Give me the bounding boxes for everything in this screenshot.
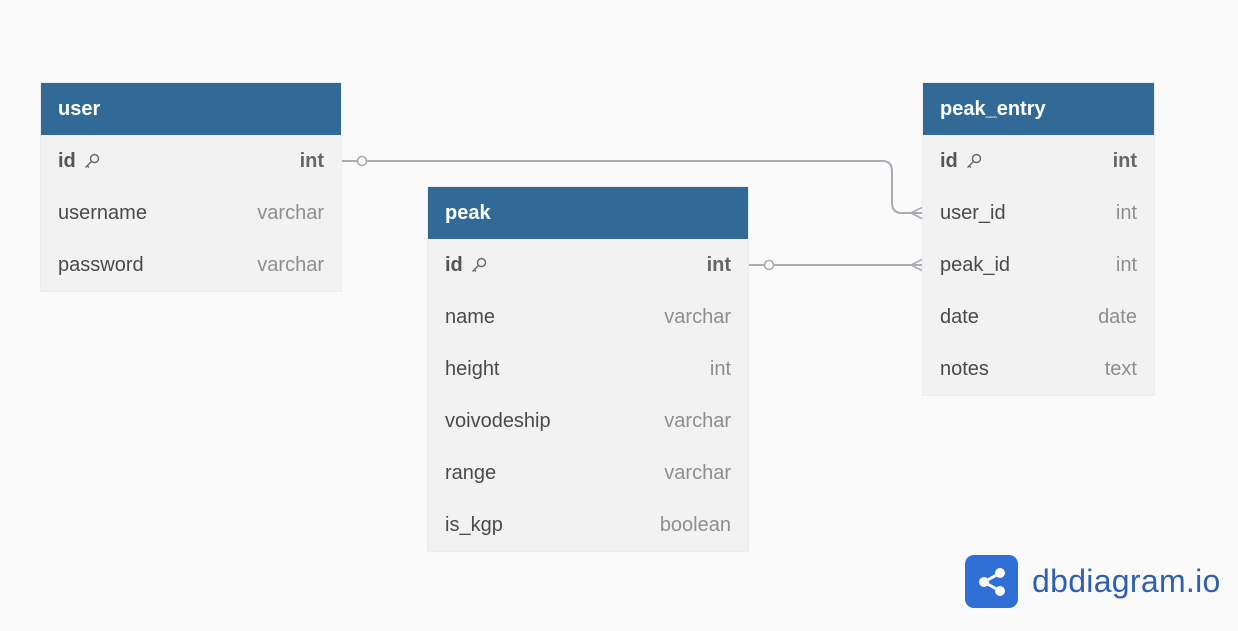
field-id[interactable]: id int: [923, 135, 1154, 187]
field-name-wrap: height: [445, 358, 500, 381]
field-name-wrap: is_kgp: [445, 514, 503, 537]
field-name: peak_id: [940, 253, 1011, 276]
field-name: id: [58, 149, 76, 172]
field-name: password: [58, 253, 144, 276]
field-type: int: [1115, 201, 1137, 224]
table-header[interactable]: user: [41, 83, 341, 135]
field-peak-id[interactable]: peak_id int: [923, 239, 1154, 291]
many-cardinality-marker: [910, 206, 924, 220]
field-name: id: [940, 149, 958, 172]
one-cardinality-marker: [356, 155, 368, 167]
table-user[interactable]: user id int username varchar password varchar: [41, 83, 341, 291]
field-name-wrap: id: [940, 150, 983, 173]
field-name-wrap: username: [58, 202, 147, 225]
field-name-wrap: range: [445, 462, 496, 485]
key-icon: [470, 256, 488, 274]
field-name: username: [58, 201, 147, 224]
field-name[interactable]: name varchar: [428, 291, 748, 343]
field-name-wrap: user_id: [940, 202, 1006, 225]
field-name: id: [445, 253, 463, 276]
field-notes[interactable]: notes text: [923, 343, 1154, 395]
field-type: int: [1115, 253, 1137, 276]
field-name-wrap: password: [58, 254, 144, 277]
key-icon: [83, 152, 101, 170]
field-type: int: [709, 357, 731, 380]
field-type: varchar: [664, 409, 731, 432]
brand-name: dbdiagram.io: [1032, 563, 1221, 599]
one-cardinality-marker: [763, 259, 775, 271]
field-name: voivodeship: [445, 409, 551, 432]
field-type: int: [706, 253, 731, 276]
brand-watermark[interactable]: dbdiagram.io: [965, 555, 1221, 608]
field-name: notes: [940, 357, 989, 380]
field-type: text: [1104, 357, 1137, 380]
field-type: int: [299, 149, 324, 172]
field-name-wrap: notes: [940, 358, 989, 381]
relationship-peak-peak-id[interactable]: [748, 258, 924, 272]
table-peak[interactable]: peak id int name varchar height int voivodeship…: [428, 187, 748, 551]
field-is-kgp[interactable]: is_kgp boolean: [428, 499, 748, 551]
field-name-wrap: voivodeship: [445, 410, 551, 433]
field-name: user_id: [940, 201, 1006, 224]
share-icon: [965, 555, 1018, 608]
field-name: name: [445, 305, 496, 328]
field-username[interactable]: username varchar: [41, 187, 341, 239]
field-date[interactable]: date date: [923, 291, 1154, 343]
field-type: varchar: [664, 305, 731, 328]
field-id[interactable]: id int: [428, 239, 748, 291]
field-name-wrap: id: [58, 150, 101, 173]
field-type: varchar: [257, 201, 324, 224]
field-name-wrap: date: [940, 306, 979, 329]
field-name: range: [445, 461, 497, 484]
table-header[interactable]: peak_entry: [923, 83, 1154, 135]
field-height[interactable]: height int: [428, 343, 748, 395]
field-name: date: [940, 305, 979, 328]
field-type: varchar: [664, 461, 731, 484]
field-type: date: [1098, 305, 1137, 328]
field-voivodeship[interactable]: voivodeship varchar: [428, 395, 748, 447]
field-name-wrap: id: [445, 254, 488, 277]
field-range[interactable]: range varchar: [428, 447, 748, 499]
field-name: is_kgp: [445, 513, 503, 536]
field-type: int: [1112, 149, 1137, 172]
field-name-wrap: name: [445, 306, 495, 329]
field-name-wrap: peak_id: [940, 254, 1010, 277]
field-type: boolean: [659, 513, 731, 536]
field-type: varchar: [257, 253, 324, 276]
many-cardinality-marker: [910, 258, 924, 272]
field-id[interactable]: id int: [41, 135, 341, 187]
key-icon: [965, 152, 983, 170]
field-name: height: [445, 357, 500, 380]
table-header[interactable]: peak: [428, 187, 748, 239]
field-user-id[interactable]: user_id int: [923, 187, 1154, 239]
field-password[interactable]: password varchar: [41, 239, 341, 291]
